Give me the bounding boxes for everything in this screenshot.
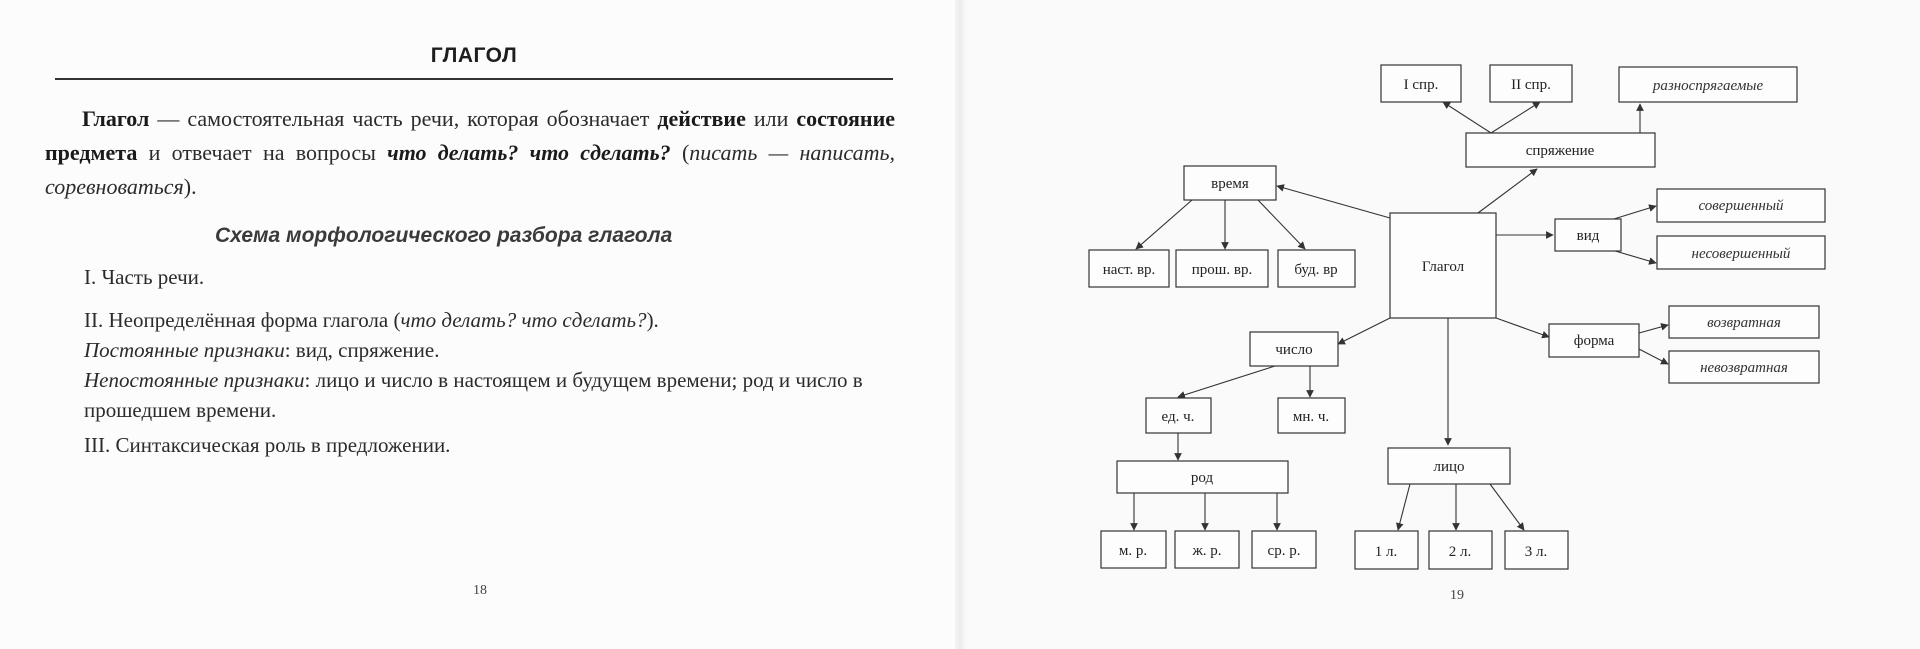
node-number: число: [1249, 331, 1339, 367]
definition-bold: действие: [657, 106, 746, 131]
node-neuter: ср. р.: [1251, 530, 1317, 569]
nonpermanent-features-label: Непостоянные признаки: [84, 368, 305, 392]
node-label: форма: [1574, 333, 1615, 349]
definition-questions: что делать? что сделать?: [387, 140, 671, 165]
definition-text: (: [670, 140, 690, 165]
node-person3: 3 л.: [1504, 530, 1569, 570]
node-singular: ед. ч.: [1145, 397, 1212, 434]
verb-definition: Глагол — самостоятельная часть речи, кот…: [45, 102, 895, 204]
node-label: спряжение: [1526, 143, 1595, 159]
item-text: II. Неопределённая форма глагола (: [84, 308, 401, 332]
node-reflexive: возвратная: [1668, 305, 1820, 339]
node-person: лицо: [1387, 447, 1511, 485]
page-title: ГЛАГОЛ: [430, 44, 518, 67]
node-label: II спр.: [1511, 77, 1551, 93]
item-text: ).: [646, 308, 659, 332]
node-label: несовершенный: [1692, 246, 1791, 262]
page-number-left: 18: [473, 583, 487, 598]
node-label: ср. р.: [1268, 543, 1301, 559]
permanent-features-text: : вид, спряжение.: [284, 338, 440, 362]
node-present: наст. вр.: [1088, 249, 1170, 288]
node-label: совершенный: [1699, 198, 1784, 214]
node-label: 3 л.: [1525, 544, 1548, 560]
definition-bold: состояние предмета: [45, 106, 896, 165]
node-aspect: вид: [1554, 218, 1622, 252]
node-tense: время: [1183, 165, 1277, 201]
node-person2: 2 л.: [1428, 530, 1493, 570]
definition-text: или: [745, 106, 797, 131]
scheme-title: Схема морфологического разбора глагола: [215, 224, 673, 247]
node-label: возвратная: [1707, 315, 1781, 331]
node-label: мн. ч.: [1293, 409, 1329, 425]
book-gutter: [955, 0, 965, 649]
node-label: вид: [1577, 228, 1600, 244]
node-label: наст. вр.: [1103, 262, 1156, 278]
node-label: лицо: [1433, 459, 1464, 475]
node-label: 2 л.: [1449, 544, 1472, 560]
title-rule: [55, 78, 893, 80]
node-label: число: [1275, 342, 1312, 358]
node-label: буд. вр: [1294, 262, 1337, 278]
node-label: разноспрягаемые: [1652, 78, 1764, 94]
node-label: род: [1191, 470, 1214, 486]
node-label: Глагол: [1422, 259, 1465, 275]
node-gender: род: [1116, 460, 1289, 494]
permanent-features-label: Постоянные признаки: [84, 338, 285, 362]
definition-examples: писать — написать, соревноваться: [45, 140, 895, 199]
node-future: буд. вр: [1277, 249, 1356, 288]
node-form: форма: [1548, 323, 1640, 358]
node-label: ж. р.: [1191, 543, 1221, 559]
node-conj2: II спр.: [1489, 64, 1573, 103]
node-nonreflexive: невозвратная: [1668, 350, 1820, 384]
scheme-item-2: II. Неопределённая форма глагола (что де…: [84, 305, 884, 425]
node-conj1: I спр.: [1380, 64, 1462, 103]
node-person1: 1 л.: [1354, 530, 1419, 570]
node-imperfective: несовершенный: [1656, 235, 1826, 270]
definition-text: — самостоятельная часть речи, которая об…: [149, 106, 658, 131]
node-center-verb: Глагол: [1389, 212, 1497, 319]
node-plural: мн. ч.: [1277, 397, 1346, 434]
node-conj3: разноспрягаемые: [1618, 66, 1798, 103]
node-perfective: совершенный: [1656, 188, 1826, 223]
node-masculine: м. р.: [1100, 530, 1167, 569]
node-label: время: [1211, 176, 1249, 192]
node-feminine: ж. р.: [1174, 530, 1240, 569]
nonpermanent-features-text: : лицо и число в настоящем и будущем вре…: [84, 368, 863, 422]
node-label: прош. вр.: [1192, 262, 1252, 278]
definition-text: ).: [183, 174, 197, 199]
scheme-item-1: I. Часть речи.: [84, 265, 205, 289]
node-label: м. р.: [1119, 543, 1147, 559]
node-label: I спр.: [1404, 77, 1439, 93]
item-questions: что делать? что сделать?: [400, 308, 647, 332]
page-number-right: 19: [1450, 588, 1464, 603]
definition-text: и отвечает на вопросы: [137, 140, 388, 165]
node-label: 1 л.: [1375, 544, 1398, 560]
node-conjugation: спряжение: [1465, 132, 1656, 168]
left-page: [0, 0, 960, 649]
node-label: невозвратная: [1700, 360, 1788, 376]
node-label: ед. ч.: [1162, 409, 1195, 425]
definition-term: Глагол: [82, 106, 150, 131]
scheme-item-3: III. Синтаксическая роль в предложении.: [84, 433, 451, 457]
node-past: прош. вр.: [1175, 249, 1269, 288]
